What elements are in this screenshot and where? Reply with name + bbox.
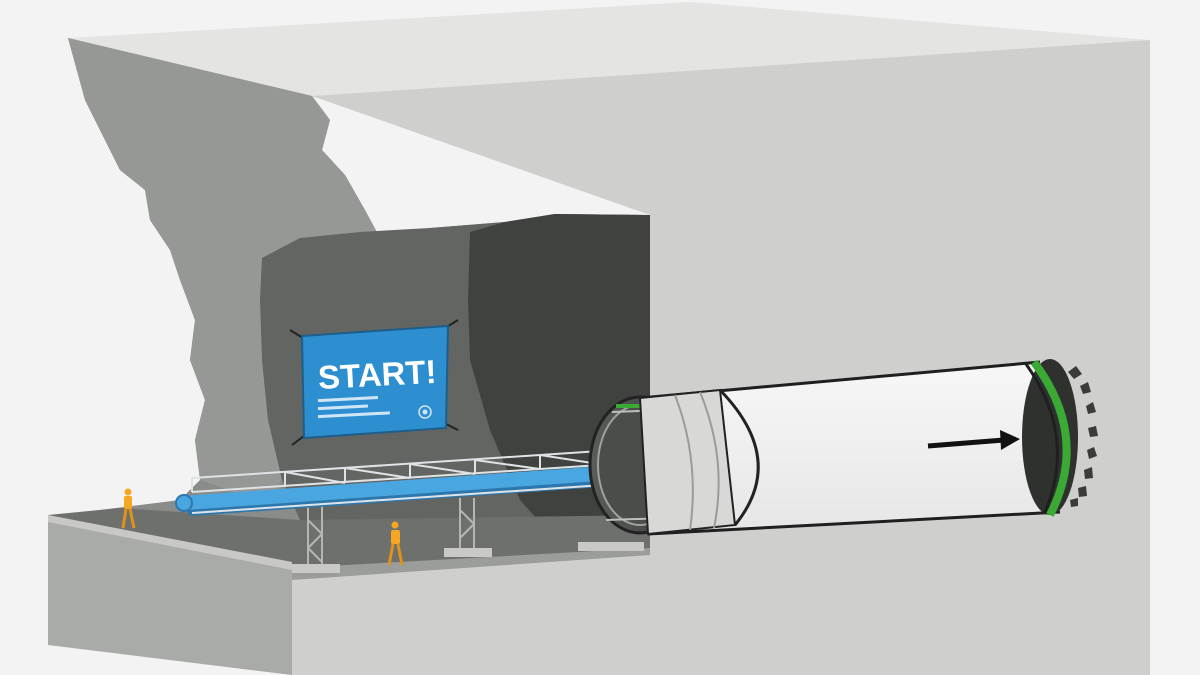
floor-top — [48, 508, 650, 568]
conveyor-belt — [175, 445, 677, 516]
arrow-right-icon — [927, 430, 1020, 450]
worker-figure — [121, 488, 136, 529]
front-step-top — [48, 515, 292, 570]
support-foot-3 — [578, 542, 644, 551]
banner-title: START! — [317, 353, 437, 396]
start-banner: START! — [289, 319, 459, 446]
conveyor-supports — [307, 498, 475, 568]
launch-floor — [48, 515, 650, 580]
logo-emblem-icon — [418, 405, 432, 419]
tbm-shield — [638, 359, 1078, 536]
support-foot-1 — [292, 564, 340, 573]
worker-figure — [387, 521, 404, 566]
cavern-wall-shade — [68, 38, 380, 505]
support-foot-2 — [444, 548, 492, 557]
rock-debris — [1068, 366, 1098, 507]
rock-top-surface — [68, 2, 1150, 96]
